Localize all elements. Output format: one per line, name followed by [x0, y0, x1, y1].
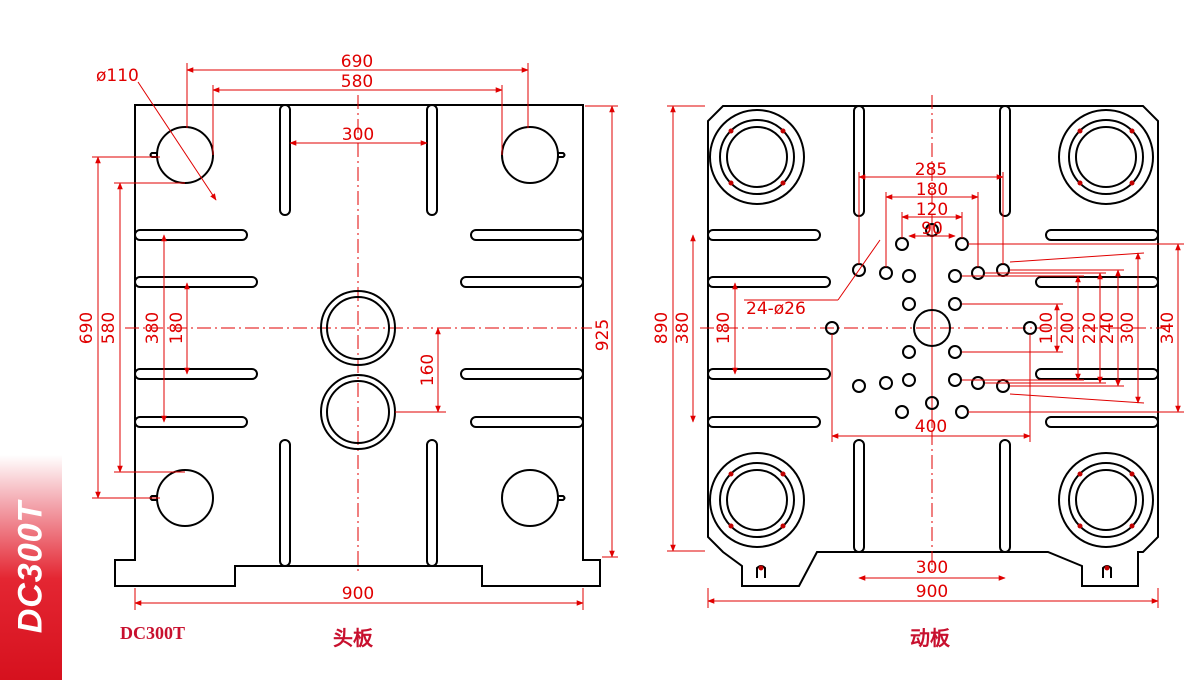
moving-platen-caption: 动板 — [910, 628, 950, 650]
dim-left-580-top: 580 — [341, 72, 373, 92]
dim-right-240: 240 — [1098, 312, 1118, 344]
dim-right-180-side: 180 — [714, 312, 734, 344]
dim-left-925: 925 — [593, 319, 613, 351]
model-caption: DC300T — [120, 623, 186, 643]
moving-platen-slot-bolts — [758, 565, 1110, 571]
dim-right-340: 340 — [1158, 312, 1178, 344]
dim-right-400: 400 — [915, 417, 947, 437]
dim-right-890: 890 — [652, 312, 672, 344]
dim-right-90: 90 — [921, 219, 943, 239]
fixed-platen-centerlines — [125, 95, 592, 575]
moving-platen-outline — [707, 105, 1159, 587]
moving-platen-dimension-labels: 285 180 120 90 24-ø26 890 380 180 100 20… — [652, 160, 1178, 602]
fixed-platen-caption: 头板 — [333, 628, 373, 650]
dim-left-160: 160 — [418, 354, 438, 386]
side-tab: DC300T — [0, 455, 62, 680]
fixed-platen-outline — [114, 104, 601, 587]
dim-right-120: 120 — [916, 200, 948, 220]
moving-platen-boss-bolts — [728, 128, 1135, 529]
dim-left-180: 180 — [167, 312, 187, 344]
dim-right-100: 100 — [1037, 312, 1057, 344]
moving-platen-holes — [825, 223, 1037, 419]
dim-left-300: 300 — [342, 125, 374, 145]
dim-left-690-side: 690 — [77, 312, 97, 344]
moving-platen-dimensions — [667, 105, 1184, 608]
fixed-platen-dimensions — [92, 63, 618, 610]
dim-left-380: 380 — [143, 312, 163, 344]
dim-left-690-top: 690 — [341, 52, 373, 72]
fixed-platen-t-slots — [134, 104, 584, 567]
dim-right-180: 180 — [916, 180, 948, 200]
dim-right-380: 380 — [673, 312, 693, 344]
dim-left-diameter-110: ø110 — [96, 66, 139, 86]
moving-platen-tie-bar-bosses — [709, 109, 1154, 548]
moving-platen-drawing: 285 180 120 90 24-ø26 890 380 180 100 20… — [652, 95, 1184, 608]
dim-right-200: 200 — [1058, 312, 1078, 344]
dim-right-900: 900 — [916, 582, 948, 602]
dim-right-300-bottom: 300 — [916, 558, 948, 578]
dim-right-300: 300 — [1118, 312, 1138, 344]
dim-right-holes: 24-ø26 — [746, 299, 806, 319]
side-tab-label: DC300T — [11, 500, 50, 634]
fixed-platen-dimension-labels: 690 580 300 ø110 690 580 380 180 160 925… — [77, 52, 613, 604]
dim-left-900: 900 — [342, 584, 374, 604]
dim-left-580-side: 580 — [99, 312, 119, 344]
dim-right-220: 220 — [1080, 312, 1100, 344]
dim-right-285: 285 — [915, 160, 947, 180]
fixed-platen-drawing: 690 580 300 ø110 690 580 380 180 160 925… — [77, 52, 618, 610]
